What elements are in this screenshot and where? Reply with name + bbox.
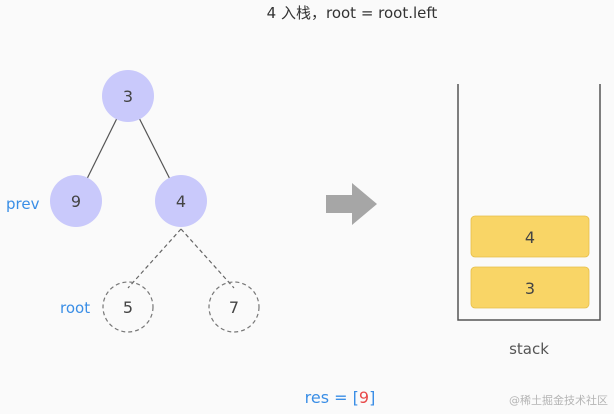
tree-node-9: 9 — [50, 175, 102, 227]
node-value: 7 — [229, 298, 239, 317]
stack-item-bottom: 3 — [470, 266, 590, 309]
node-circle — [208, 281, 260, 333]
stack-item-box — [470, 215, 590, 258]
stack-item-value: 4 — [525, 228, 535, 247]
tree-node-4: 4 — [155, 175, 207, 227]
result-value: 9 — [359, 388, 369, 407]
edge-4-5 — [127, 228, 182, 289]
node-value: 4 — [176, 192, 186, 211]
node-circle — [50, 175, 102, 227]
diagram-title: 4 入栈，root = root.left — [267, 4, 438, 22]
tree-node-5: 5 — [102, 281, 154, 333]
node-circle — [102, 70, 154, 122]
node-value: 5 — [123, 298, 133, 317]
node-value: 3 — [123, 87, 133, 106]
stack-item-box — [470, 266, 590, 309]
right-arrow-icon — [326, 183, 377, 225]
node-value: 9 — [71, 192, 81, 211]
pointer-label-prev: prev — [6, 195, 40, 213]
tree-node-7: 7 — [208, 281, 260, 333]
stack-container: 4 3 stack — [457, 84, 601, 358]
tree-node-3: 3 — [102, 70, 154, 122]
stack-item-top: 4 — [470, 215, 590, 258]
node-circle — [102, 281, 154, 333]
arrow-shape — [326, 183, 377, 225]
result-prefix: res = [ — [305, 388, 359, 407]
pointer-label-root: root — [60, 299, 90, 317]
result-suffix: ] — [369, 388, 375, 407]
result-line: res = [9] — [305, 388, 376, 407]
stack-label: stack — [509, 340, 549, 358]
edge-4-7 — [180, 228, 235, 289]
watermark-text: @稀土掘金技术社区 — [509, 393, 608, 407]
stack-outline — [457, 84, 601, 321]
stack-item-value: 3 — [525, 279, 535, 298]
node-circle — [155, 175, 207, 227]
